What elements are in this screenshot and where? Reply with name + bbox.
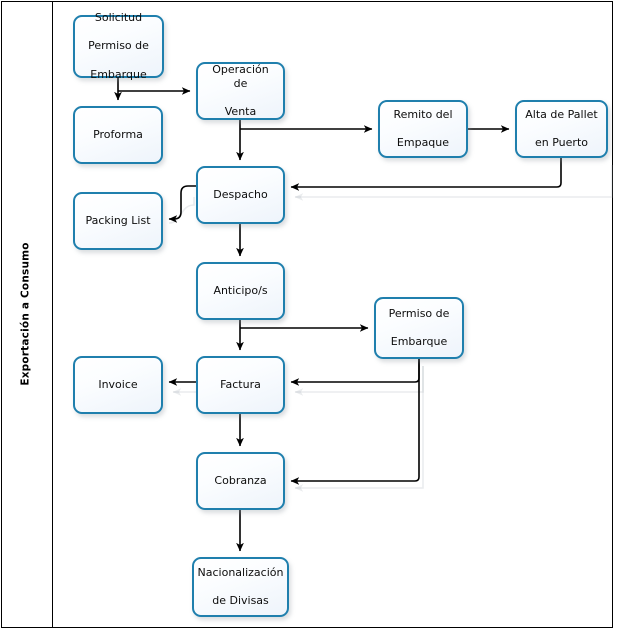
node-label: Factura xyxy=(220,377,261,391)
node-label: Cobranza xyxy=(214,473,267,487)
node-cobranza[interactable]: Cobranza xyxy=(196,452,285,510)
node-factura[interactable]: Factura xyxy=(196,356,285,414)
edge-permiso-to-cobranza xyxy=(290,359,420,485)
edge-despacho-to-packing-list xyxy=(168,185,196,223)
edge-alta-pallet-to-despacho xyxy=(290,158,562,191)
node-label: Proforma xyxy=(93,127,143,141)
node-invoice[interactable]: Invoice xyxy=(73,356,163,414)
diagram-frame xyxy=(1,1,613,628)
node-label: Packing List xyxy=(85,213,151,227)
node-label: Anticipo/s xyxy=(213,283,268,297)
node-label: Invoice xyxy=(98,377,138,391)
swimlane-divider xyxy=(52,1,53,628)
node-packing-list[interactable]: Packing List xyxy=(73,192,163,250)
node-proforma[interactable]: Proforma xyxy=(73,106,163,164)
node-anticipos[interactable]: Anticipo/s xyxy=(196,262,285,320)
connector-shadows xyxy=(168,165,613,492)
node-label: Despacho xyxy=(213,187,268,201)
edge-permiso-to-factura xyxy=(290,359,420,386)
node-despacho[interactable]: Despacho xyxy=(196,166,285,224)
